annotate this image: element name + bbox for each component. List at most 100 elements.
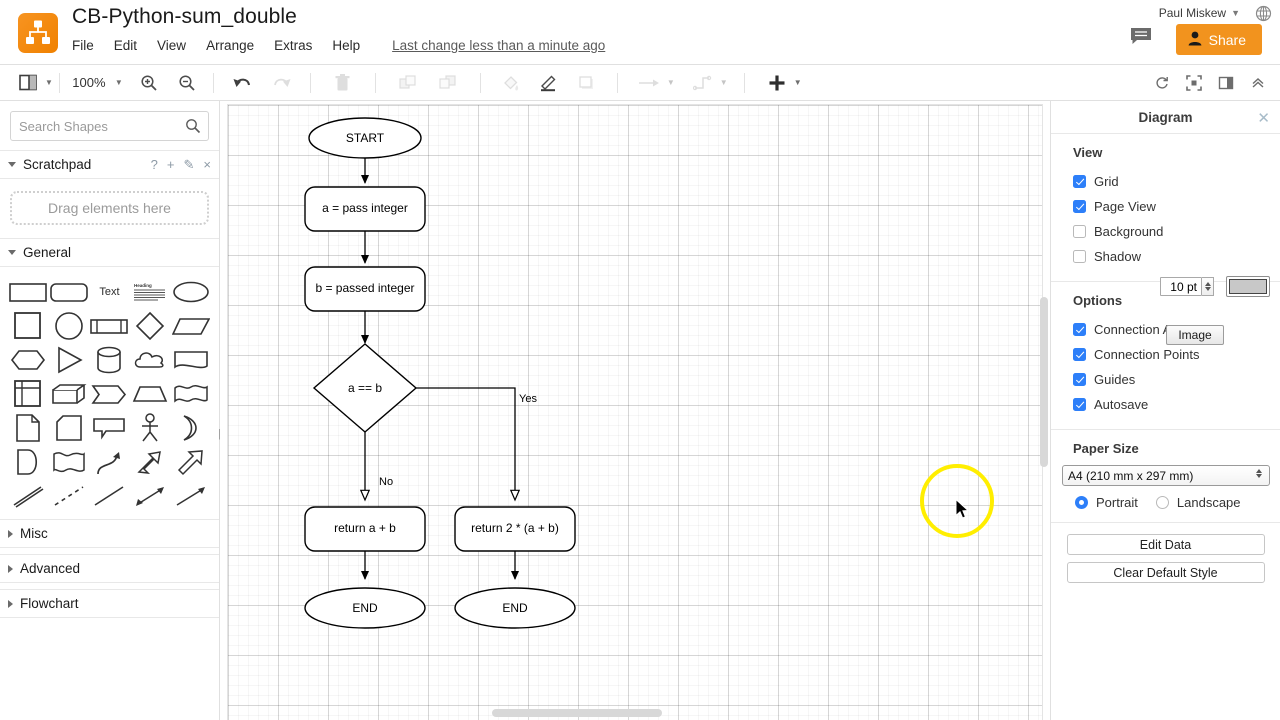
user-menu[interactable]: Paul Miskew ▼ — [1159, 6, 1240, 20]
stepper-icon[interactable] — [1202, 277, 1214, 296]
redo-icon[interactable] — [268, 69, 296, 97]
page-view-checkbox[interactable] — [1073, 200, 1086, 213]
node-end-left[interactable]: END — [304, 587, 426, 629]
grid-checkbox[interactable] — [1073, 175, 1086, 188]
shape-data-storage[interactable] — [8, 445, 49, 479]
search-icon[interactable] — [185, 118, 201, 139]
shape-delay[interactable] — [49, 445, 90, 479]
menu-file[interactable]: File — [72, 38, 94, 53]
menu-extras[interactable]: Extras — [274, 38, 313, 53]
grid-size-input[interactable] — [1160, 277, 1202, 296]
bring-to-front-icon[interactable] — [394, 69, 422, 97]
landscape-radio[interactable] — [1155, 496, 1169, 509]
shadow-icon[interactable] — [573, 69, 601, 97]
shape-dashed-line[interactable] — [49, 479, 90, 513]
toggle-format-panel-icon[interactable] — [1212, 69, 1240, 97]
shape-rounded-rectangle[interactable] — [49, 275, 90, 309]
shape-rectangle[interactable] — [8, 275, 49, 309]
node-return-sum[interactable]: return a + b — [304, 506, 426, 552]
zoom-level-button[interactable]: 100% — [66, 69, 112, 97]
shape-double-line[interactable] — [8, 479, 49, 513]
node-condition[interactable]: a == b — [312, 343, 418, 433]
globe-icon[interactable] — [1255, 5, 1272, 27]
shape-circle[interactable] — [49, 309, 90, 343]
help-icon[interactable]: ? — [150, 157, 158, 172]
node-a-assign[interactable]: a = pass integer — [304, 186, 426, 232]
shape-text[interactable]: Text — [99, 286, 120, 298]
shape-triangle[interactable] — [49, 343, 90, 377]
shape-callout[interactable] — [89, 411, 130, 445]
menu-arrange[interactable]: Arrange — [206, 38, 255, 53]
paper-size-select[interactable]: A4 (210 mm x 297 mm) — [1062, 465, 1270, 486]
sidebar-section-scratchpad[interactable]: Scratchpad ? + ✎ × — [0, 150, 219, 179]
shape-tape[interactable] — [170, 377, 211, 411]
trash-icon[interactable] — [329, 69, 357, 97]
fit-page-icon[interactable] — [1180, 69, 1208, 97]
autosave-checkbox[interactable] — [1073, 398, 1086, 411]
connection-arrows-checkbox[interactable] — [1073, 323, 1086, 336]
reset-view-icon[interactable] — [1148, 69, 1176, 97]
send-to-back-icon[interactable] — [434, 69, 462, 97]
horizontal-scrollbar[interactable] — [492, 709, 662, 717]
shape-card[interactable] — [49, 411, 90, 445]
shape-cloud[interactable] — [130, 343, 171, 377]
straight-connector-icon[interactable] — [636, 69, 664, 97]
close-icon[interactable]: ✕ — [1257, 110, 1270, 127]
shape-line[interactable] — [89, 479, 130, 513]
zoom-in-icon[interactable] — [135, 69, 163, 97]
shape-directional-connector[interactable] — [170, 479, 211, 513]
shape-cylinder[interactable] — [89, 343, 130, 377]
shape-actor[interactable] — [130, 411, 171, 445]
shape-square[interactable] — [8, 309, 49, 343]
zoom-out-icon[interactable] — [173, 69, 201, 97]
shadow-checkbox[interactable] — [1073, 250, 1086, 263]
sidebar-section-misc[interactable]: Misc — [0, 519, 219, 548]
sidebar-section-flowchart[interactable]: Flowchart — [0, 589, 219, 618]
grid-color-swatch[interactable] — [1226, 276, 1270, 297]
shape-process[interactable] — [89, 309, 130, 343]
comment-icon[interactable] — [1130, 27, 1152, 50]
shape-rhombus[interactable] — [130, 309, 171, 343]
shape-bidirectional-arrow[interactable] — [130, 445, 171, 479]
shape-curve[interactable] — [89, 445, 130, 479]
shape-trapezoid[interactable] — [130, 377, 171, 411]
edit-icon[interactable]: ✎ — [183, 157, 195, 172]
clear-default-style-button[interactable]: Clear Default Style — [1066, 562, 1265, 583]
diagram-canvas[interactable]: No Yes START a = pass integer b = passed… — [220, 101, 1050, 720]
close-icon[interactable]: × — [203, 157, 211, 172]
plus-icon[interactable] — [763, 69, 791, 97]
scratchpad-dropzone[interactable]: Drag elements here — [10, 191, 209, 225]
node-end-right[interactable]: END — [454, 587, 576, 629]
sidebar-section-general[interactable]: General — [0, 238, 219, 267]
last-change-link[interactable]: Last change less than a minute ago — [392, 38, 606, 53]
portrait-radio[interactable] — [1075, 496, 1088, 509]
add-icon[interactable]: + — [166, 157, 175, 172]
shape-ellipse[interactable] — [170, 275, 211, 309]
shape-cube[interactable] — [49, 377, 90, 411]
undo-icon[interactable] — [228, 69, 256, 97]
connector-caret-icon[interactable]: ▼ — [666, 78, 675, 87]
zoom-caret-icon[interactable]: ▼ — [114, 78, 123, 87]
insert-caret-icon[interactable]: ▼ — [793, 78, 802, 87]
shape-or[interactable] — [170, 411, 211, 445]
line-color-icon[interactable] — [535, 69, 563, 97]
panel-layout-caret-icon[interactable]: ▼ — [45, 78, 53, 87]
panel-layout-icon[interactable] — [14, 69, 42, 97]
guides-checkbox[interactable] — [1073, 373, 1086, 386]
menu-help[interactable]: Help — [332, 38, 361, 53]
fill-color-icon[interactable] — [497, 69, 525, 97]
shape-arrow[interactable] — [170, 445, 211, 479]
background-image-button[interactable]: Image — [1166, 325, 1224, 345]
background-checkbox[interactable] — [1073, 225, 1086, 238]
shape-note[interactable] — [8, 411, 49, 445]
node-start[interactable]: START — [308, 117, 422, 159]
menu-view[interactable]: View — [157, 38, 187, 53]
node-return-double[interactable]: return 2 * (a + b) — [454, 506, 576, 552]
shape-hexagon[interactable] — [8, 343, 49, 377]
shape-internal-storage[interactable] — [8, 377, 49, 411]
menu-edit[interactable]: Edit — [113, 38, 138, 53]
edit-data-button[interactable]: Edit Data — [1066, 534, 1265, 555]
search-input[interactable] — [11, 112, 179, 140]
waypoint-caret-icon[interactable]: ▼ — [719, 78, 728, 87]
node-b-assign[interactable]: b = passed integer — [304, 266, 426, 312]
